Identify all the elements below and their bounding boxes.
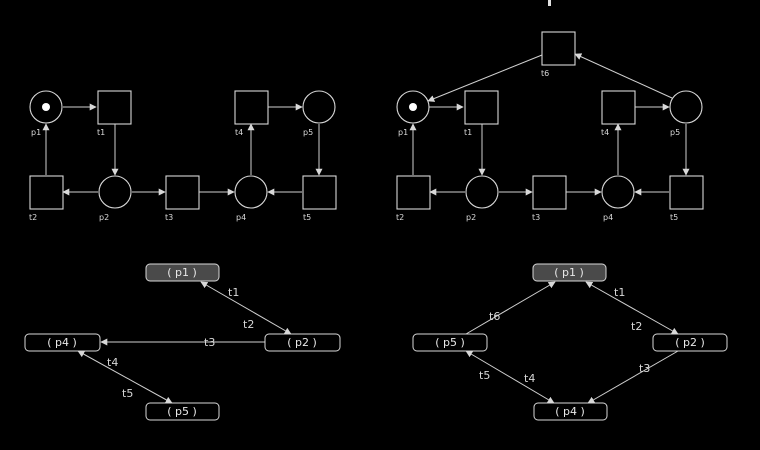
state-label-p5: ( p5 ) [435,336,465,349]
transition-t6 [541,31,576,66]
label-t6: t6 [541,69,549,78]
state-label-p1: ( p1 ) [554,266,584,279]
state-node-p1-initial [145,263,220,282]
transition-t2 [396,175,431,210]
label-t2: t2 [396,213,404,222]
edge-p1-p2 [200,281,292,335]
label-t4: t4 [601,128,609,137]
top-right-petri-net: t6 p1 t1 t4 p5 t2 p2 t3 p4 t5 [396,31,704,222]
arc-p5-t6 [574,53,673,99]
label-p1: p1 [398,128,408,137]
state-node-p4 [24,333,101,352]
edge-label-t2: t2 [631,320,642,333]
transition-t2 [29,175,64,210]
label-t2: t2 [29,213,37,222]
state-node-p2 [264,333,341,352]
edge-p2-p4 [587,350,679,404]
top-edge-mark [548,0,551,6]
label-p2: p2 [466,213,476,222]
state-node-p4 [533,402,608,421]
state-node-p5 [412,333,488,352]
state-label-p4: ( p4 ) [47,336,77,349]
state-node-p5 [145,402,220,421]
label-t1: t1 [464,128,472,137]
transition-t4 [234,90,269,125]
label-t4: t4 [235,128,243,137]
token [42,103,50,111]
place-p5 [302,90,336,124]
label-t3: t3 [532,213,540,222]
edge-p4-p5 [77,350,173,404]
bottom-right-reachability-graph: t1 t2 t3 t4 t5 t6 ( p1 ) ( p2 ) ( p5 ) (… [412,263,728,421]
edge-label-t2: t2 [243,318,254,331]
bottom-left-reachability-graph: t1 t2 t3 t4 t5 ( p1 ) ( p2 ) ( p4 ) ( p5… [24,263,341,421]
arc-t6-p1 [427,54,543,102]
state-node-p1-initial [532,263,607,282]
state-label-p5: ( p5 ) [167,405,197,418]
place-p4 [601,175,635,209]
edge-p4-p5 [465,350,555,404]
label-p1: p1 [31,128,41,137]
edge-label-t4: t4 [524,372,535,385]
edge-p1-p2 [585,281,679,335]
label-p4: p4 [236,213,246,222]
place-p2 [98,175,132,209]
transition-t5 [669,175,704,210]
label-p4: p4 [603,213,613,222]
state-label-p2: ( p2 ) [675,336,705,349]
token [409,103,417,111]
edge-label-t1: t1 [228,286,239,299]
label-t5: t5 [303,213,311,222]
edge-label-t6: t6 [489,310,500,323]
transition-t3 [165,175,200,210]
edge-label-t3: t3 [204,336,215,349]
state-label-p4: ( p4 ) [555,405,585,418]
edge-label-t1: t1 [614,286,625,299]
edge-p5-p1 [465,281,556,335]
transition-t4 [601,90,636,125]
transition-t3 [532,175,567,210]
edge-label-t5: t5 [479,369,490,382]
transition-t1 [464,90,499,125]
transition-t1 [97,90,132,125]
edge-label-t3: t3 [639,362,650,375]
transition-t5 [302,175,337,210]
label-p5: p5 [303,128,313,137]
label-p2: p2 [99,213,109,222]
state-label-p1: ( p1 ) [167,266,197,279]
place-p4 [234,175,268,209]
place-p5 [669,90,703,124]
label-t1: t1 [97,128,105,137]
place-p2 [465,175,499,209]
edge-label-t5: t5 [122,387,133,400]
top-left-petri-net: p1 t1 t4 p5 t2 p2 t3 p4 t5 [29,90,337,222]
label-t5: t5 [670,213,678,222]
label-p5: p5 [670,128,680,137]
edge-label-t4: t4 [107,356,118,369]
state-node-p2 [652,333,728,352]
label-t3: t3 [165,213,173,222]
state-label-p2: ( p2 ) [287,336,317,349]
